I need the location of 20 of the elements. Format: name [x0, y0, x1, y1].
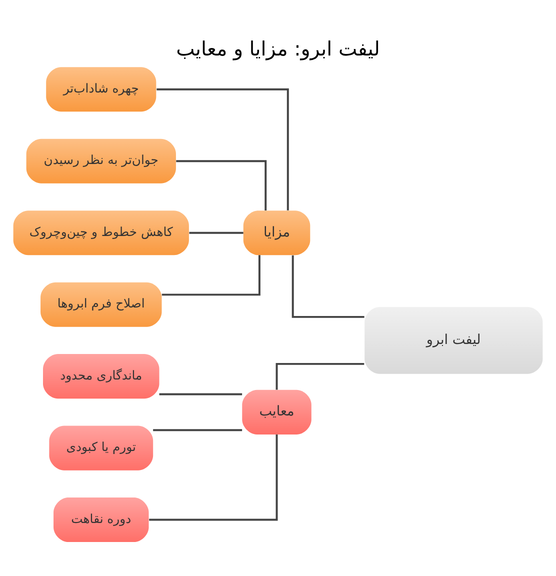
connector	[276, 362, 364, 390]
connector	[189, 231, 244, 234]
connector	[159, 392, 242, 395]
node-box: معایب	[242, 389, 312, 434]
connector	[292, 254, 364, 318]
node-box: مزایا	[243, 210, 310, 255]
node-box: جوان‌تر به نظر رسیدن	[26, 138, 176, 183]
connector	[149, 434, 278, 520]
node-box: اصلاح فرم ابروها	[40, 282, 162, 326]
node-box: تورم یا کبودی	[49, 425, 154, 470]
connector	[153, 428, 242, 431]
connector	[176, 160, 267, 210]
diagram-title: لیفت ابرو: مزایا و معایب	[176, 37, 380, 60]
connector	[156, 88, 289, 210]
node-box: چهره شاداب‌تر	[46, 66, 156, 112]
node-box: دوره نقاهت	[54, 497, 149, 542]
node-box: ماندگاری محدود	[43, 354, 160, 398]
connector	[162, 254, 260, 296]
node-box: کاهش خطوط و چین‌وچروک	[13, 210, 189, 255]
node-box: لیفت ابرو	[364, 306, 543, 374]
